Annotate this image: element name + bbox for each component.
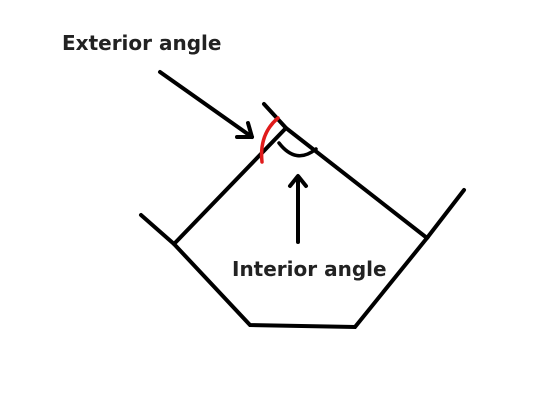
extension-top (262, 102, 288, 130)
exterior-arrow-shaft (158, 70, 254, 139)
polygon-outline (172, 125, 430, 330)
extension-left (139, 213, 176, 246)
interior-arrow-head (288, 174, 308, 188)
extension-right (425, 188, 466, 240)
interior-angle-label: Interior angle (232, 257, 387, 281)
exterior-arrow-head (235, 121, 254, 139)
exterior-angle-arc (259, 116, 280, 164)
exterior-angle-label: Exterior angle (62, 31, 222, 55)
interior-angle-arc (277, 141, 318, 158)
